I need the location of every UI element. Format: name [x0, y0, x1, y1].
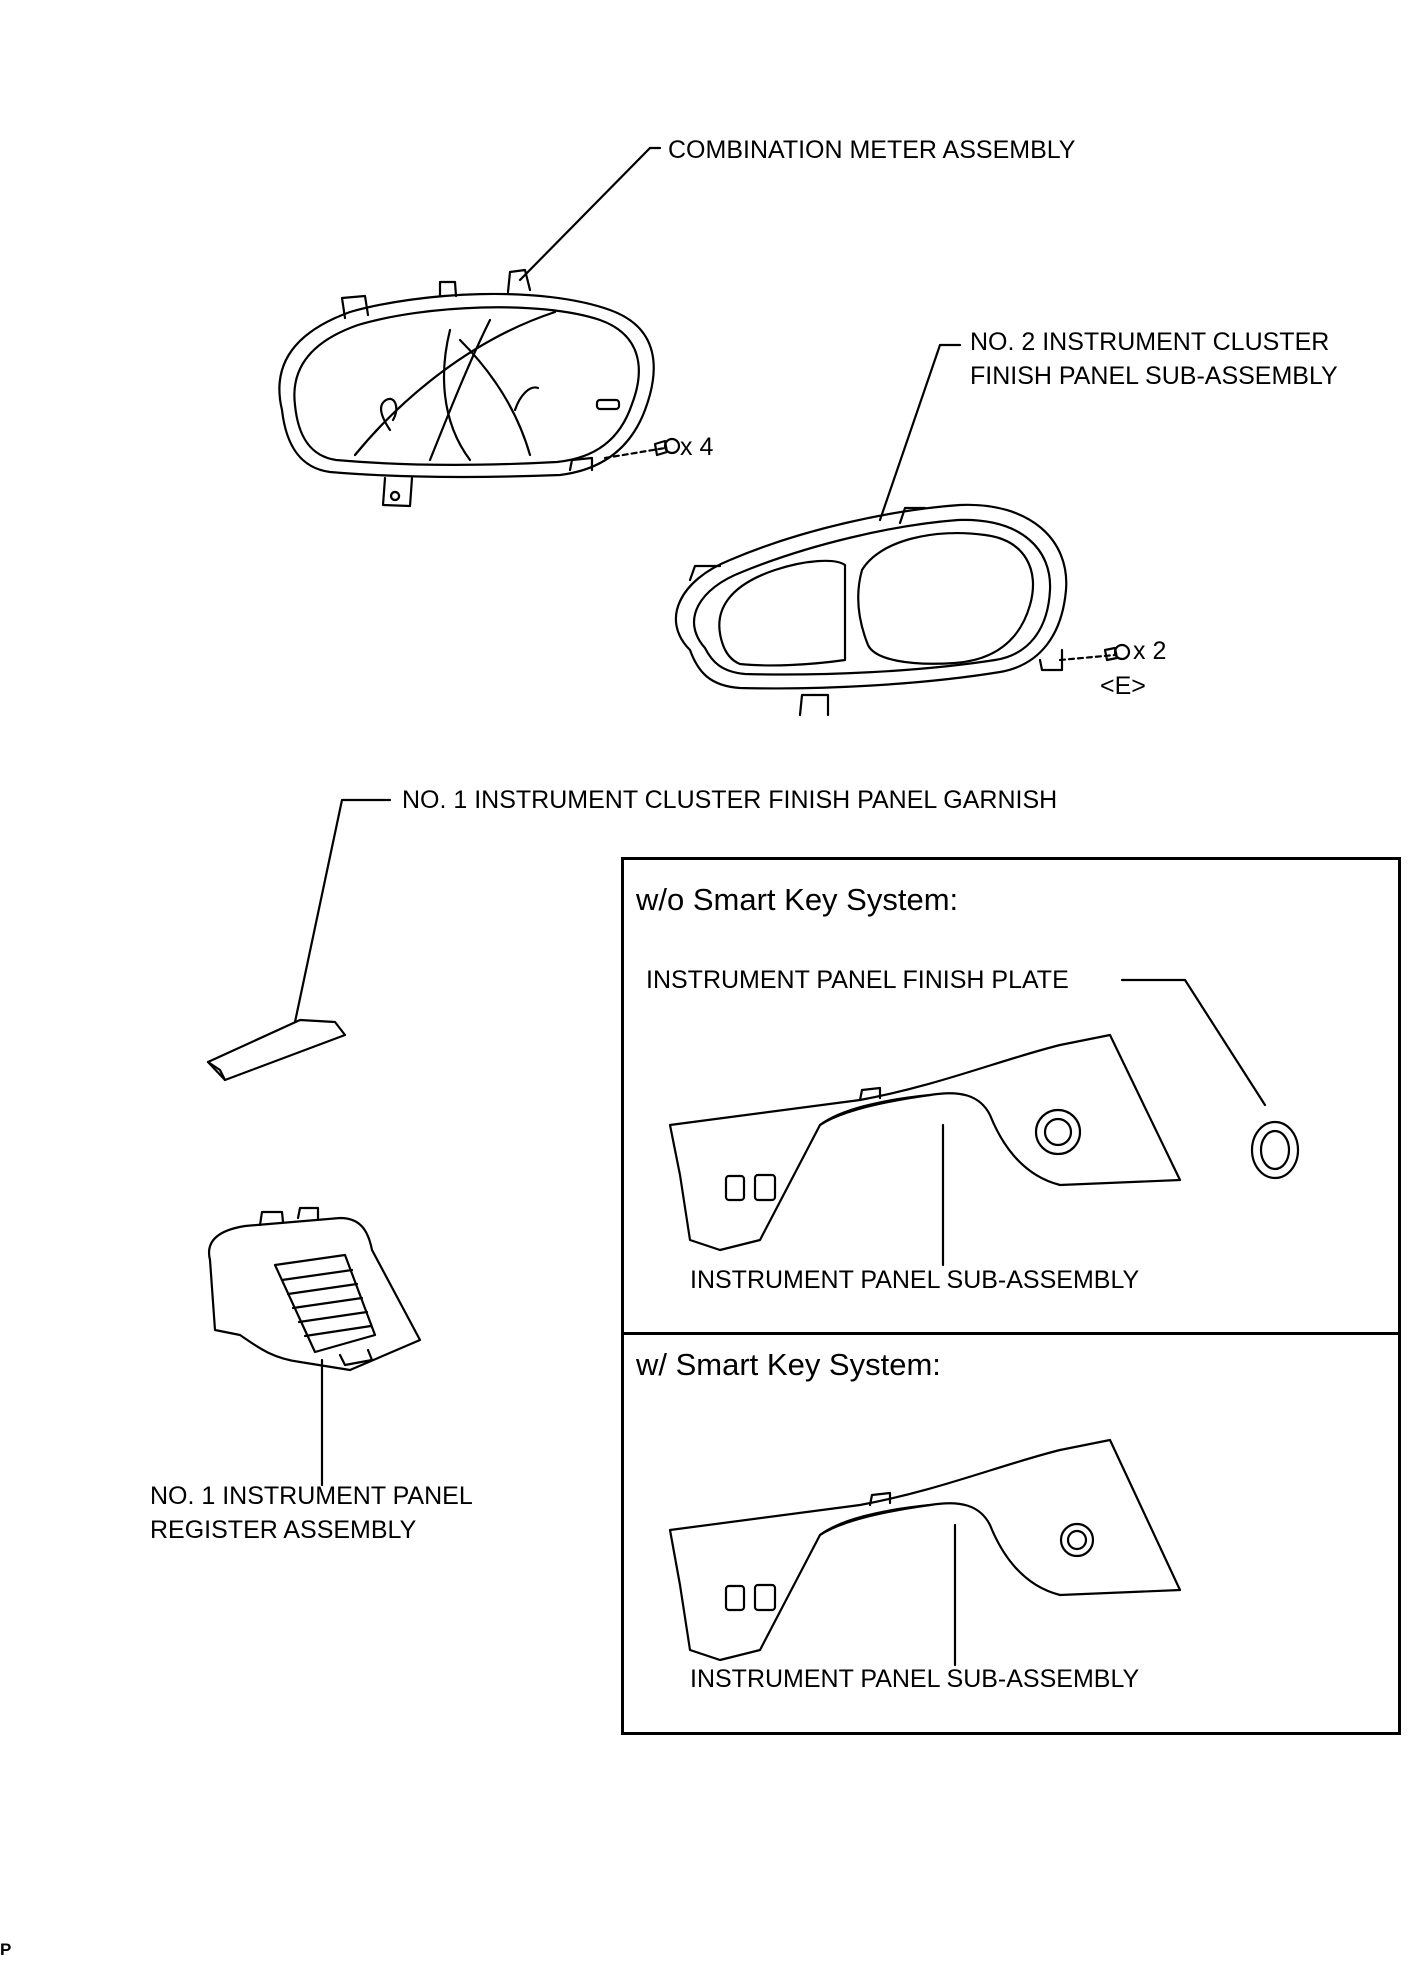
footer-code: P: [0, 1940, 12, 1959]
cluster-panel-label-line2: FINISH PANEL SUB-ASSEMBLY: [970, 362, 1338, 390]
register-label-line1: NO. 1 INSTRUMENT PANEL: [150, 1482, 473, 1510]
register-label-line2: REGISTER ASSEMBLY: [150, 1516, 417, 1544]
combination-meter-label: COMBINATION METER ASSEMBLY: [668, 136, 1076, 164]
finish-plate-label: INSTRUMENT PANEL FINISH PLATE: [646, 966, 1069, 994]
panel-sub-assembly-illustration-1: [668, 978, 1300, 1267]
garnish-label: NO. 1 INSTRUMENT CLUSTER FINISH PANEL GA…: [402, 786, 1058, 814]
variant-title-without-smart-key: w/o Smart Key System:: [636, 882, 959, 917]
panel-screw-qty-label: x 2: [1133, 637, 1167, 665]
sub-assembly-label-2: INSTRUMENT PANEL SUB-ASSEMBLY: [690, 1665, 1140, 1693]
panel-register-illustration: [207, 1206, 422, 1487]
variant-title-with-smart-key: w/ Smart Key System:: [636, 1347, 941, 1382]
variant-box-with-smart-key: [621, 1332, 1401, 1735]
panel-sub-assembly-illustration-2: [668, 1438, 1182, 1667]
cluster-finish-panel-illustration: [674, 343, 1131, 717]
combination-meter-illustration: [278, 146, 681, 508]
meter-screw-qty-label: x 4: [680, 433, 714, 461]
sub-assembly-label-1: INSTRUMENT PANEL SUB-ASSEMBLY: [690, 1266, 1140, 1294]
cluster-panel-label-line1: NO. 2 INSTRUMENT CLUSTER: [970, 328, 1330, 356]
finish-panel-garnish-illustration: [206, 798, 392, 1082]
panel-screw-code-label: <E>: [1100, 672, 1146, 700]
